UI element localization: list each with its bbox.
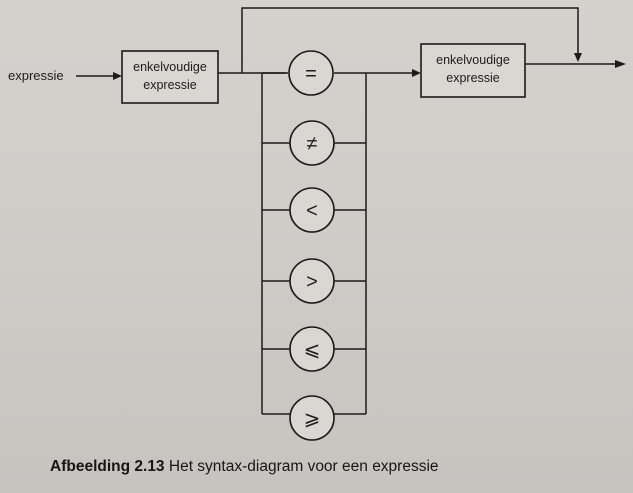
caption-text: Het syntax-diagram voor een expressie xyxy=(168,458,439,475)
figure-caption: Afbeelding 2.13 Het syntax-diagram voor … xyxy=(50,458,439,476)
left-box-line1: enkelvoudige xyxy=(133,60,207,74)
bypass-loop-line xyxy=(241,7,579,73)
less-than-symbol: < xyxy=(306,200,318,222)
operator-branch-less-than: < xyxy=(262,187,366,233)
equals-symbol: = xyxy=(305,63,317,85)
greater-than-circle xyxy=(289,258,335,304)
output-arrowhead xyxy=(615,60,626,68)
operator-branch-equals: = xyxy=(262,50,366,96)
operator-branch-less-or-equal: ⩽ xyxy=(262,326,366,372)
equals-circle xyxy=(288,50,334,96)
left-box-line2: expressie xyxy=(143,78,197,92)
operator-branch-not-equal: ≠ xyxy=(262,120,366,166)
greater-or-equal-symbol: ⩾ xyxy=(304,408,321,430)
less-or-equal-circle xyxy=(289,326,335,372)
not-equal-circle xyxy=(289,120,335,166)
left-expression-box xyxy=(121,50,219,104)
input-arrowhead xyxy=(113,72,122,80)
figure-number: Afbeelding 2.13 xyxy=(50,458,165,475)
greater-than-symbol: > xyxy=(306,271,318,293)
operator-branch-greater-or-equal: ⩾ xyxy=(262,395,366,441)
right-box-line1: enkelvoudige xyxy=(436,53,510,67)
operator-branch-greater-than: > xyxy=(262,258,366,304)
right-box-line2: expressie xyxy=(446,71,500,85)
less-or-equal-symbol: ⩽ xyxy=(304,339,321,361)
bypass-arrowhead xyxy=(574,53,582,62)
right-expression-box xyxy=(420,43,526,98)
greater-or-equal-circle xyxy=(289,395,335,441)
not-equal-symbol: ≠ xyxy=(307,133,318,155)
less-than-circle xyxy=(289,187,335,233)
right-box-arrowhead xyxy=(412,69,421,77)
input-label: expressie xyxy=(8,68,64,83)
